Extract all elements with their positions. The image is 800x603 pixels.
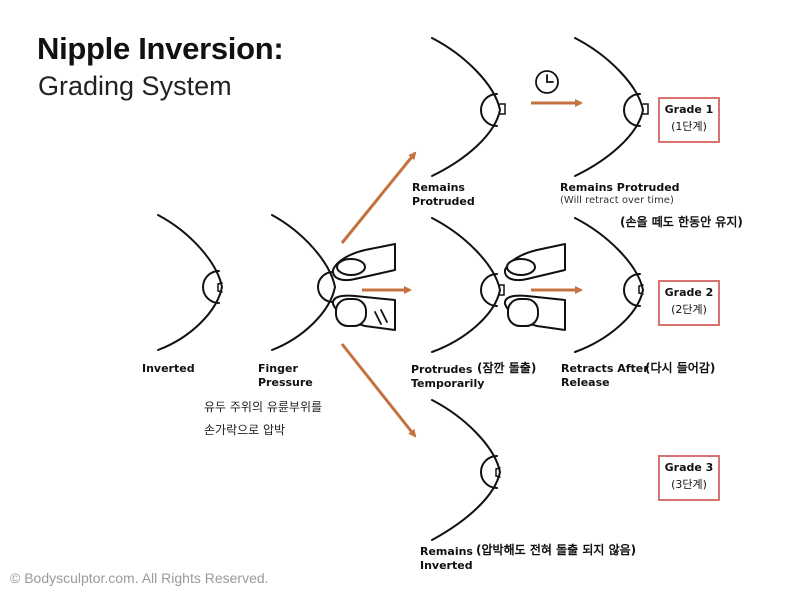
nipple-inverted [217,282,223,293]
label-protrudes-temporarily-kr: (잠깐 돌출) [477,361,537,375]
areola-finger [317,271,334,303]
grade-3-label: Grade 3 [664,461,714,474]
label-remains-inverted: Remains Inverted [420,545,473,572]
grade-1-kr: (1단계) [671,120,707,133]
label-grade1-kr: (손을 떼도 한동안 유지) [620,215,743,229]
label-remains-inverted-kr: (압박해도 전혀 돌출 되지 않음) [476,543,637,557]
grade-3-kr: (3단계) [671,478,707,491]
page-title: Nipple Inversion: [37,31,284,66]
label-inverted: Inverted [142,362,195,375]
breast-profile-grade2 [574,217,645,353]
grade-2-label: Grade 2 [664,286,714,299]
label-grade1-result: Remains Protruded [560,181,680,194]
label-finger-pressure: Finger Pressure [258,362,313,389]
motion-line-2 [380,309,388,323]
label-retracts-after-release: Retracts After Release [561,362,649,389]
clock-icon [535,70,559,94]
label-grade1-note: (Will retract over time) [560,195,674,206]
nipple-temporary [499,284,505,296]
grade-box-2: Grade 2 (2단계) [658,280,720,326]
breast-profile-remains-protruded [431,37,502,177]
label-finger-pressure-kr: 유두 주위의 유륜부위를 손가락으로 압박 [204,400,323,437]
nipple-protruded-1 [499,103,506,115]
areola-grade2 [623,273,641,307]
fingernail-release-lower [507,298,539,327]
arrow-to-remains-inverted [340,343,417,438]
page-subtitle: Grading System [38,71,232,101]
areola-inverted [202,270,220,304]
areola-remains-inverted [480,455,498,489]
arrow-to-remains-protruded [340,151,417,244]
fingernail-upper [336,258,366,276]
nipple-remains-inverted [495,467,501,478]
areola-grade1 [623,93,641,127]
areola-temporary [480,273,498,307]
label-remains-protruded: Remains Protruded [412,181,475,208]
breast-profile-inverted [157,214,224,351]
grade-2-kr: (2단계) [671,303,707,316]
label-retracts-kr: (다시 들어감) [645,361,716,375]
areola-remains-protruded [480,93,498,127]
copyright-notice: © Bodysculptor.com. All Rights Reserved. [10,570,269,586]
grade-1-label: Grade 1 [664,103,714,116]
grade-box-1: Grade 1 (1단계) [658,97,720,143]
motion-line-1 [374,311,382,325]
grade-box-3: Grade 3 (3단계) [658,455,720,501]
breast-profile-grade1 [574,37,645,177]
breast-profile-remains-inverted [431,399,502,541]
nipple-grade1 [642,103,649,115]
label-protrudes-temporarily: Protrudes Temporarily [411,363,485,390]
fingernail-lower [335,298,367,327]
breast-profile-temporary [431,217,502,353]
fingernail-release-upper [506,258,536,276]
nipple-grade2 [638,284,644,295]
breast-profile-finger [271,214,337,351]
